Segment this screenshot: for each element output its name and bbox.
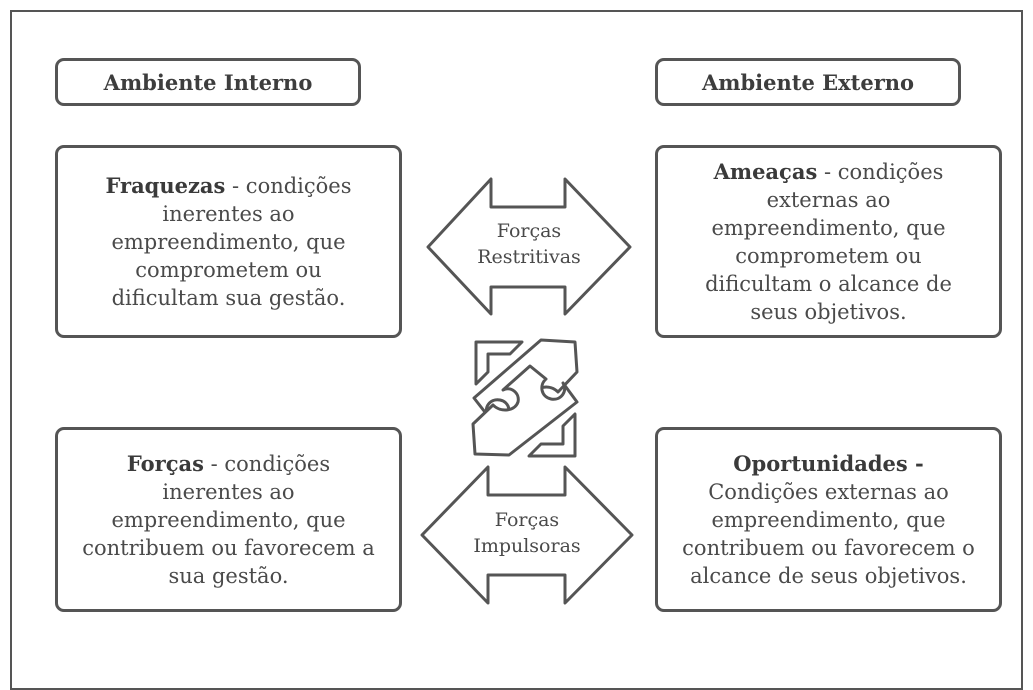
- opportunities-text: Oportunidades - Condições externas ao emp…: [666, 450, 991, 590]
- restrictive-double-arrow: [426, 177, 632, 316]
- strengths-description: - condições inerentes ao empreendimento,…: [82, 451, 375, 588]
- header-external-label: Ambiente Externo: [701, 69, 915, 95]
- header-internal-label: Ambiente Interno: [103, 69, 313, 95]
- strengths-term: Forças: [126, 450, 204, 476]
- restrictive-label-line1: Forças: [496, 220, 562, 242]
- weaknesses-term: Fraquezas: [105, 172, 226, 198]
- header-external-environment: Ambiente Externo: [655, 58, 961, 106]
- weaknesses-box: Fraquezas - condições inerentes ao empre…: [55, 145, 402, 338]
- threats-term: Ameaças: [713, 158, 818, 184]
- opportunities-description: Condições externas ao empreendimento, qu…: [682, 479, 975, 588]
- opportunities-box: Oportunidades - Condições externas ao emp…: [655, 427, 1002, 612]
- driving-double-arrow: [420, 465, 634, 605]
- driving-forces-label: Forças Impulsoras: [437, 507, 617, 559]
- threats-box: Ameaças - condições externas ao empreend…: [655, 145, 1002, 338]
- header-internal-environment: Ambiente Interno: [55, 58, 361, 106]
- weaknesses-description: - condições inerentes ao empreendimento,…: [111, 173, 352, 310]
- driving-label-line2: Impulsoras: [473, 535, 581, 557]
- threats-description: - condições externas ao empreendimento, …: [705, 159, 952, 324]
- strengths-text: Forças - condições inerentes ao empreend…: [74, 450, 384, 590]
- opportunities-term: Oportunidades -: [733, 450, 924, 476]
- driving-label-line1: Forças: [494, 509, 560, 531]
- strengths-box: Forças - condições inerentes ao empreend…: [55, 427, 402, 612]
- weaknesses-text: Fraquezas - condições inerentes ao empre…: [89, 172, 369, 312]
- diagram-shapes: [420, 177, 634, 605]
- puzzle-arrows-icon: [471, 338, 579, 458]
- threats-text: Ameaças - condições externas ao empreend…: [679, 158, 979, 326]
- restrictive-forces-label: Forças Restritivas: [439, 218, 619, 270]
- restrictive-label-line2: Restritivas: [477, 246, 581, 268]
